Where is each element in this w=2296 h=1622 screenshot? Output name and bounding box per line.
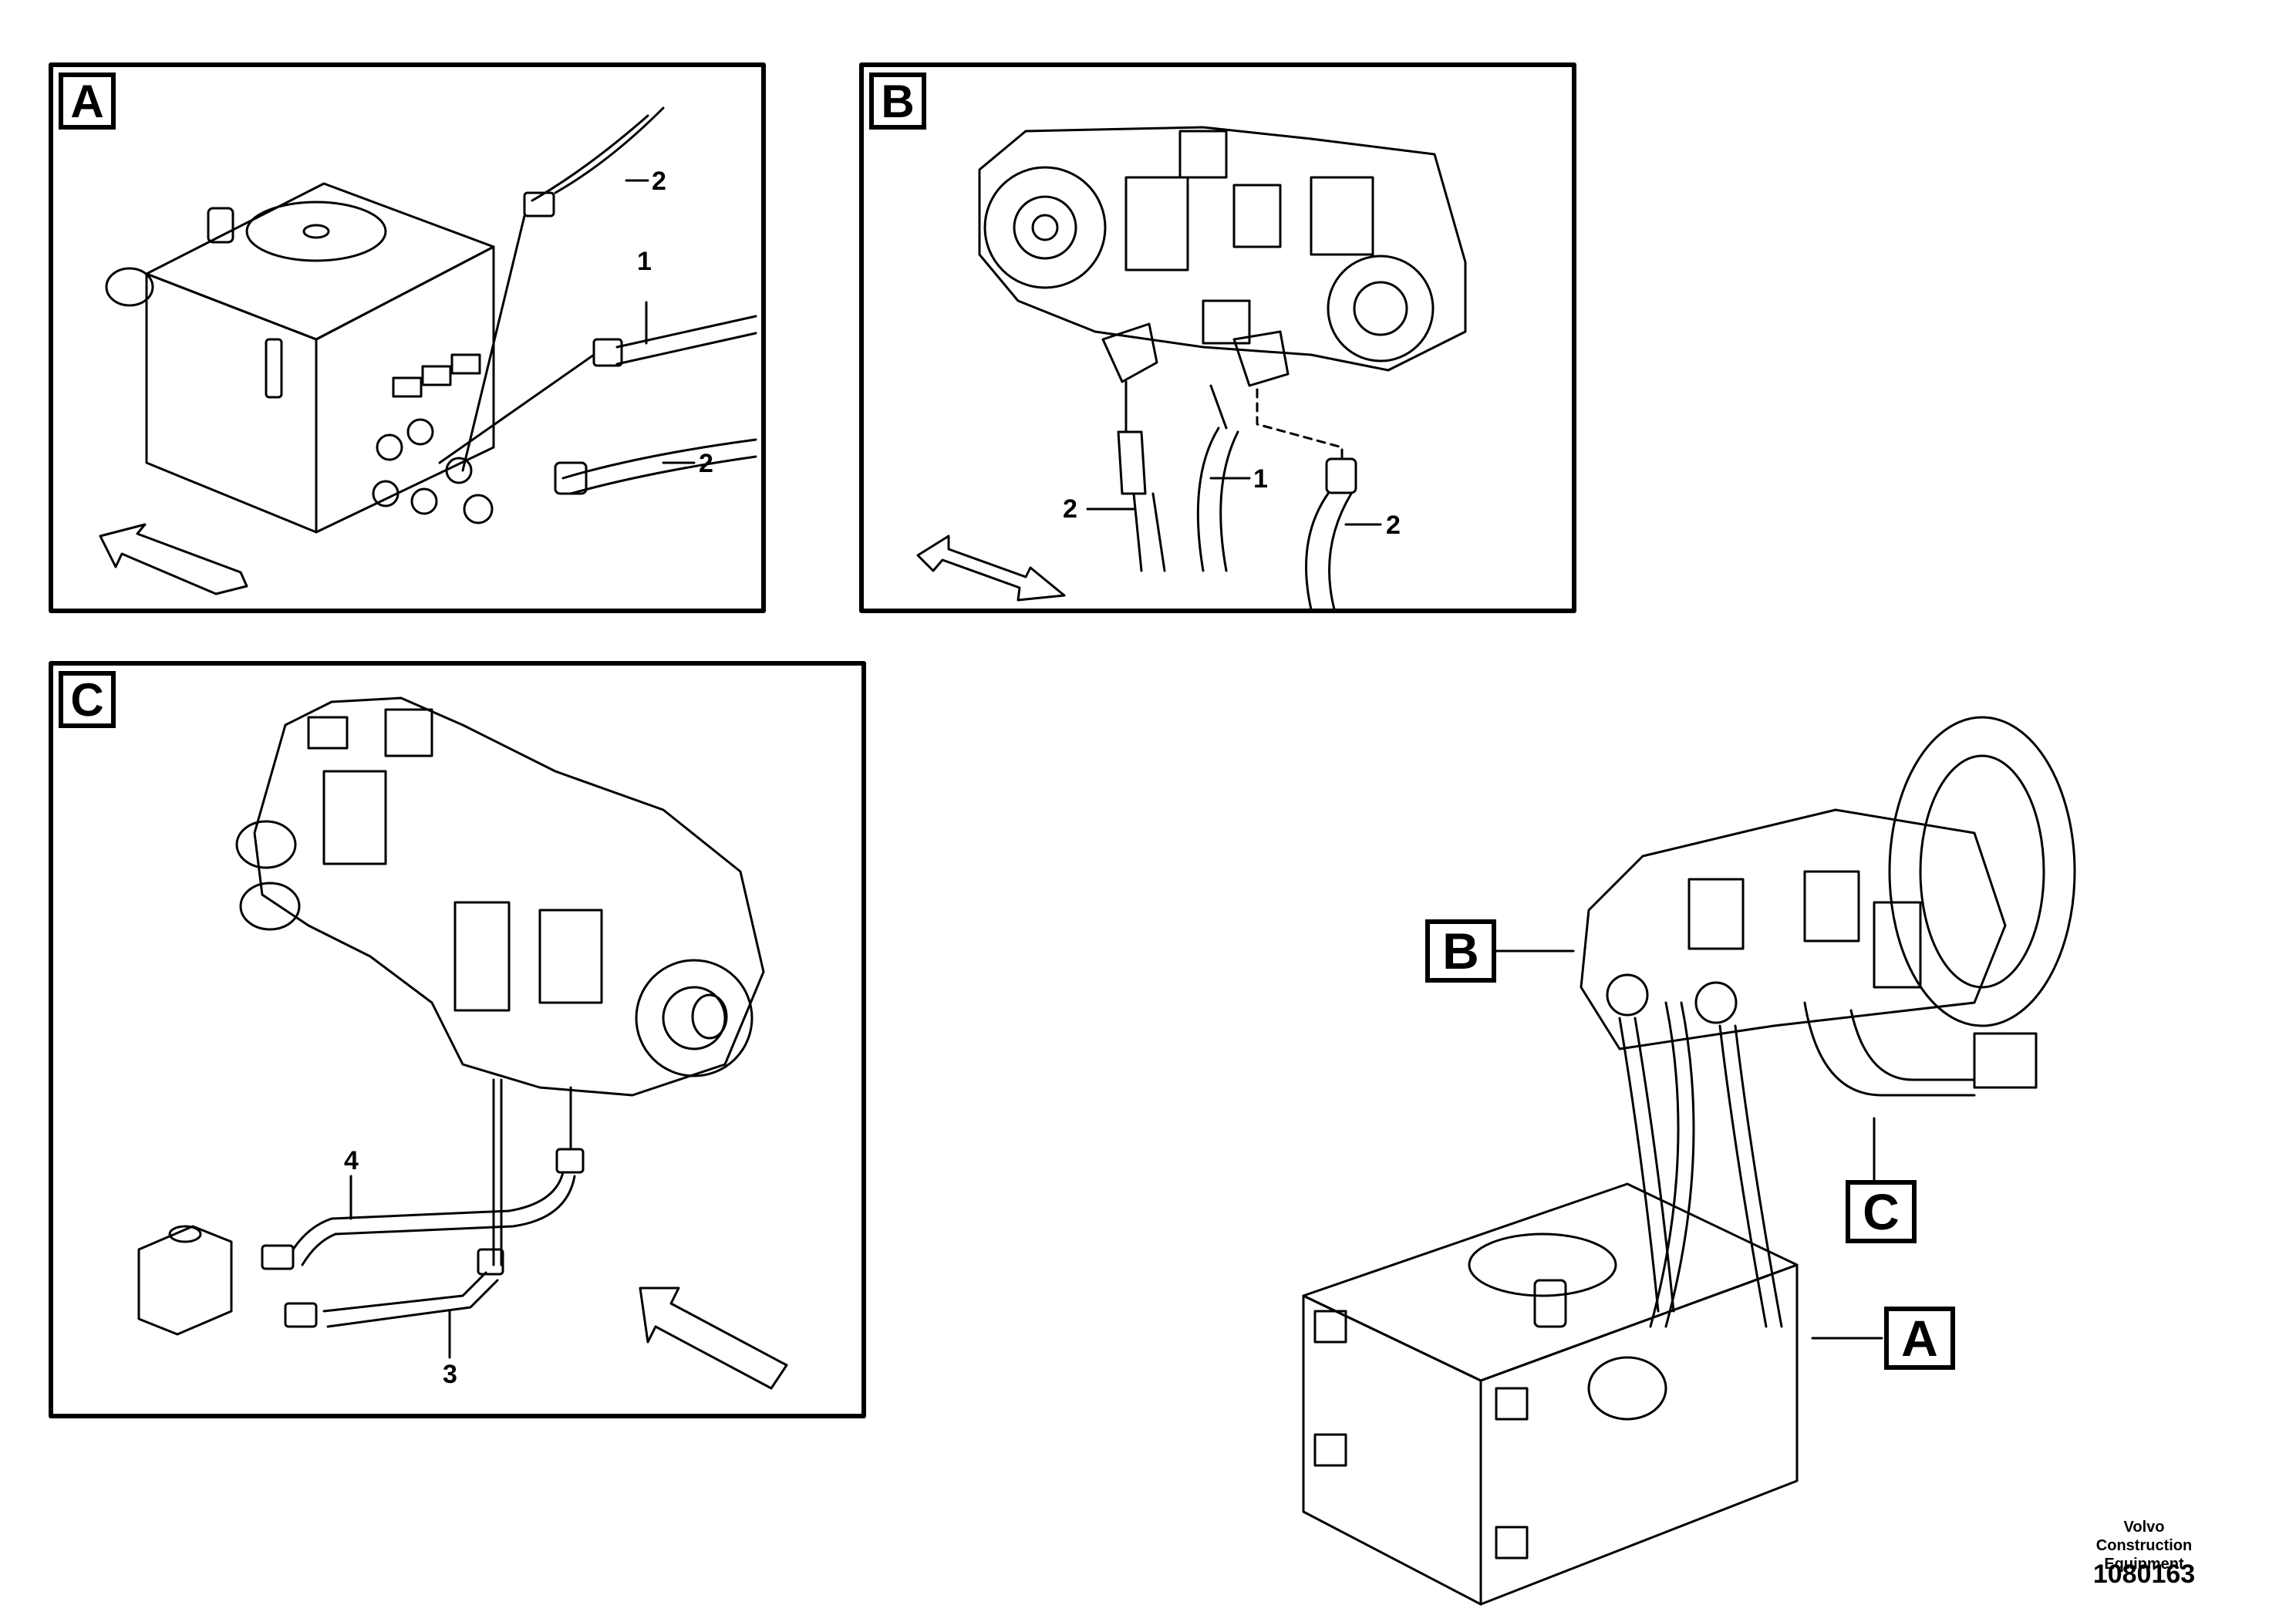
panel-a-hoses bbox=[438, 106, 757, 495]
overview-hoses bbox=[1618, 1001, 1976, 1328]
panel-c-pump bbox=[235, 696, 765, 1097]
brand-line-2: Equipment bbox=[2104, 1556, 2184, 1573]
panel-a-frame bbox=[49, 62, 766, 613]
panel-c-callout-lower-hose: 3 bbox=[443, 1360, 457, 1389]
panel-c-direction-arrow bbox=[639, 1286, 788, 1390]
panel-a-callout-middle-hose: 1 bbox=[637, 247, 652, 276]
panel-b-callout-center-hose: 1 bbox=[1253, 464, 1268, 494]
panel-c-hoses bbox=[137, 1078, 585, 1359]
panel-b-hoses bbox=[1086, 380, 1382, 611]
overview-label-a: A bbox=[1884, 1307, 1955, 1370]
panel-a-tank bbox=[105, 182, 495, 534]
panel-a-callout-upper-hose: 2 bbox=[652, 167, 666, 196]
panel-c-label: C bbox=[59, 671, 116, 728]
panel-a-label: A bbox=[59, 73, 116, 130]
panel-b-frame bbox=[859, 62, 1576, 613]
overview-leader-lines bbox=[1495, 949, 1883, 1340]
overview-pump bbox=[1580, 716, 2076, 1089]
overview-label-b: B bbox=[1425, 919, 1496, 983]
panel-a-callout-lower-hose: 2 bbox=[699, 449, 713, 478]
brand-name: Volvo Construction Equipment bbox=[2075, 1518, 2213, 1573]
panel-b-callout-right-hose: 2 bbox=[1386, 511, 1401, 540]
panel-c-callout-upper-hose: 4 bbox=[344, 1146, 359, 1175]
overview-tank bbox=[1302, 1182, 1799, 1606]
panel-c-frame bbox=[49, 661, 866, 1418]
panel-b-direction-arrow bbox=[916, 534, 1066, 602]
panel-b-callout-left-hose: 2 bbox=[1063, 494, 1077, 524]
brand-line-1: Volvo Construction bbox=[2095, 1519, 2193, 1554]
panel-b-label: B bbox=[869, 73, 926, 130]
document-number: 1080163 bbox=[2092, 1560, 2196, 1589]
panel-b-pump bbox=[978, 126, 1467, 387]
overview-label-c: C bbox=[1846, 1180, 1917, 1243]
panel-a-direction-arrow bbox=[99, 523, 248, 595]
